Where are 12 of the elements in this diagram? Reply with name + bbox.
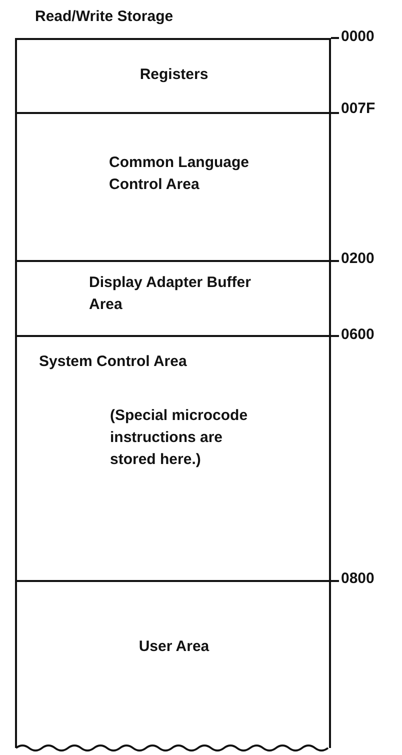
address-label: 0000	[341, 28, 374, 45]
region-note: (Special microcode instructions are stored here.)	[110, 406, 249, 470]
region-name: System Control Area	[39, 352, 188, 372]
address-label: 0800	[341, 570, 374, 587]
region-name: Common Language Control Area	[109, 153, 250, 195]
region-name: Display Adapter Buffer Area	[89, 273, 252, 315]
address-label: 0200	[341, 250, 374, 267]
region-name: User Area	[138, 637, 210, 657]
address-label: 0600	[341, 326, 374, 343]
map-title: Read/Write Storage	[35, 8, 174, 25]
region-name: Registers	[138, 65, 210, 85]
address-label: 007F	[341, 100, 376, 117]
